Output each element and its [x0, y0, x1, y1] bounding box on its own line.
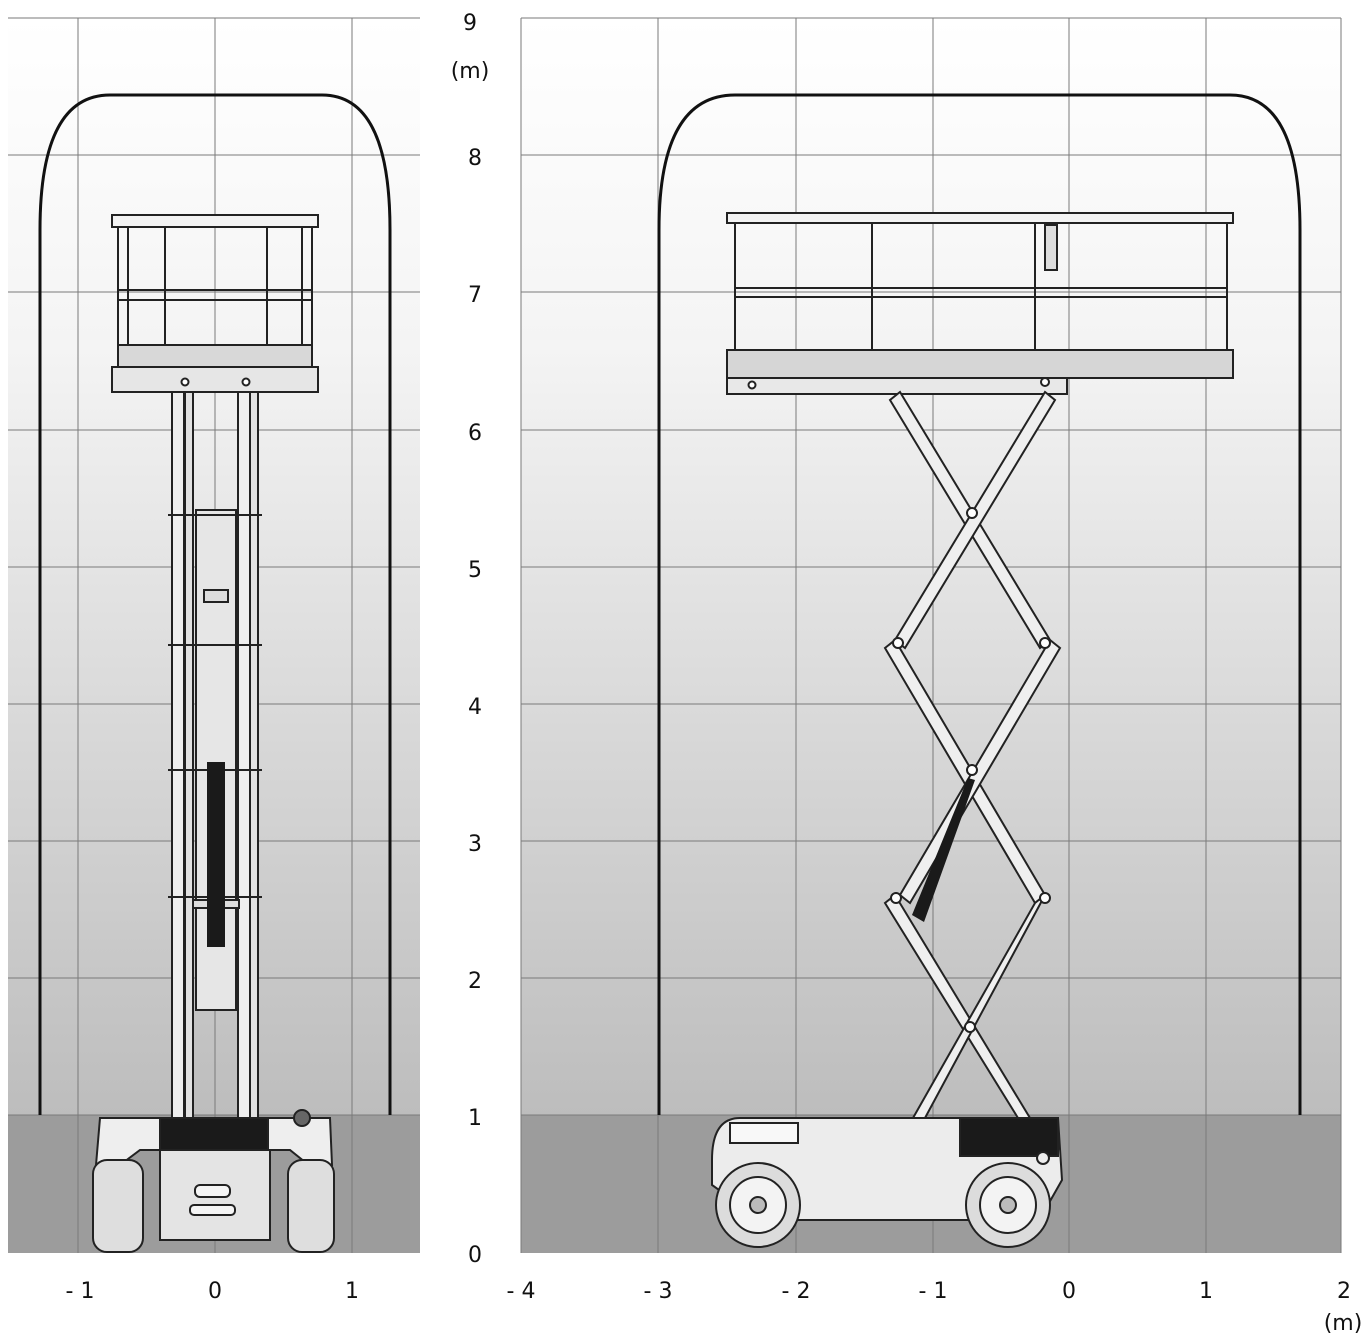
front-x-axis: - 1 0 1 [66, 1279, 359, 1304]
front-view-panel [8, 17, 420, 1253]
side-platform [726, 212, 1234, 395]
side-x-tick-minus2: - 2 [782, 1279, 811, 1304]
front-envelope [38, 93, 392, 1115]
y-tick-5: 5 [468, 558, 482, 583]
scissor-stack [883, 390, 1062, 1119]
y-tick-7: 7 [468, 283, 482, 308]
side-cylinder [912, 778, 975, 922]
y-tick-4: 4 [468, 695, 482, 720]
front-x-tick-1: 1 [345, 1279, 359, 1304]
side-x-tick-minus3: - 3 [644, 1279, 673, 1304]
front-chassis [92, 1109, 335, 1253]
y-tick-3: 3 [468, 832, 482, 857]
y-tick-8: 8 [468, 146, 482, 171]
front-cylinder [207, 762, 225, 947]
front-x-tick-0: 0 [208, 1279, 222, 1304]
side-x-tick-1: 1 [1199, 1279, 1213, 1304]
y-tick-0: 0 [468, 1243, 482, 1268]
side-x-tick-0: 0 [1062, 1279, 1076, 1304]
front-x-tick-minus1: - 1 [66, 1279, 95, 1304]
side-x-tick-2: 2 [1337, 1279, 1351, 1304]
vertical-axis: 9 (m) 8 7 6 5 4 3 2 1 0 [451, 11, 490, 1268]
y-tick-2: 2 [468, 969, 482, 994]
side-view-panel [520, 17, 1342, 1253]
front-platform [111, 214, 319, 393]
side-x-tick-minus4: - 4 [507, 1279, 536, 1304]
side-x-tick-minus1: - 1 [919, 1279, 948, 1304]
y-tick-9: 9 [463, 11, 477, 36]
side-envelope [657, 93, 1302, 1115]
side-chassis [711, 1117, 1064, 1248]
y-tick-6: 6 [468, 421, 482, 446]
side-x-axis-unit: (m) [1324, 1311, 1363, 1336]
y-tick-1: 1 [468, 1106, 482, 1131]
y-axis-unit: (m) [451, 59, 490, 84]
side-x-axis: - 4 - 3 - 2 - 1 0 1 2 (m) [507, 1279, 1363, 1336]
